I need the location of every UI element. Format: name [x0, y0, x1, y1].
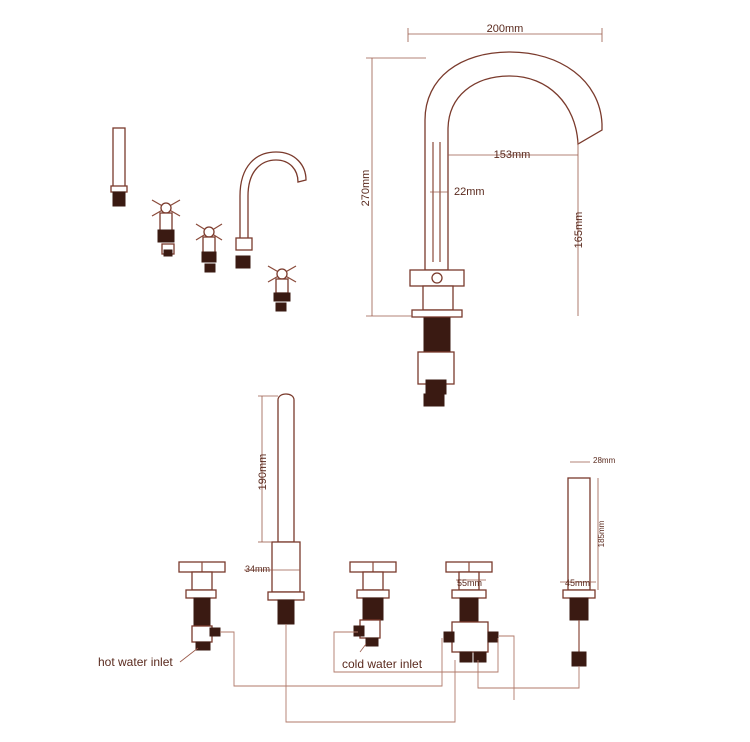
spout-thread: [423, 317, 451, 353]
cold-water-inlet-label: cold water inlet: [342, 657, 423, 671]
front-valve-diverter: [443, 561, 499, 663]
overview-spout: [235, 151, 307, 269]
dim-22: 22mm: [454, 186, 485, 198]
hose-connector: [571, 651, 587, 667]
dim-185: 185mm: [597, 520, 606, 547]
dim-45: 45mm: [565, 578, 590, 588]
dim-165: 165mm: [573, 212, 585, 249]
dim-270: 270mm: [360, 170, 372, 207]
cold-thread: [362, 597, 384, 621]
front-lower-spout: [267, 393, 305, 625]
front-view: 190mm 34mm 55mm: [98, 393, 616, 723]
overview-valve-third: [267, 265, 297, 312]
hot-water-inlet-label: hot water inlet: [98, 655, 173, 669]
hot-thread: [193, 597, 211, 627]
dim-55: 55mm: [457, 578, 482, 588]
front-valve-cold: [349, 561, 397, 647]
spout-arc: [424, 51, 603, 271]
overview-valve-cold: [195, 223, 223, 273]
spout-side-view: 200mm 270mm 153mm 22mm 165mm: [360, 23, 603, 407]
dim-28: 28mm: [593, 456, 616, 465]
dim-190: 190mm: [257, 454, 269, 491]
front-valve-hot: [178, 561, 226, 651]
dim-34: 34mm: [245, 564, 270, 574]
overview-group: [110, 127, 307, 312]
dim-153: 153mm: [494, 149, 531, 161]
front-handshower: [562, 477, 596, 667]
overview-handshower: [110, 127, 128, 207]
dim-200: 200mm: [487, 23, 524, 35]
overview-valve-hot: [151, 199, 181, 257]
plumbing-lines: [220, 624, 580, 723]
